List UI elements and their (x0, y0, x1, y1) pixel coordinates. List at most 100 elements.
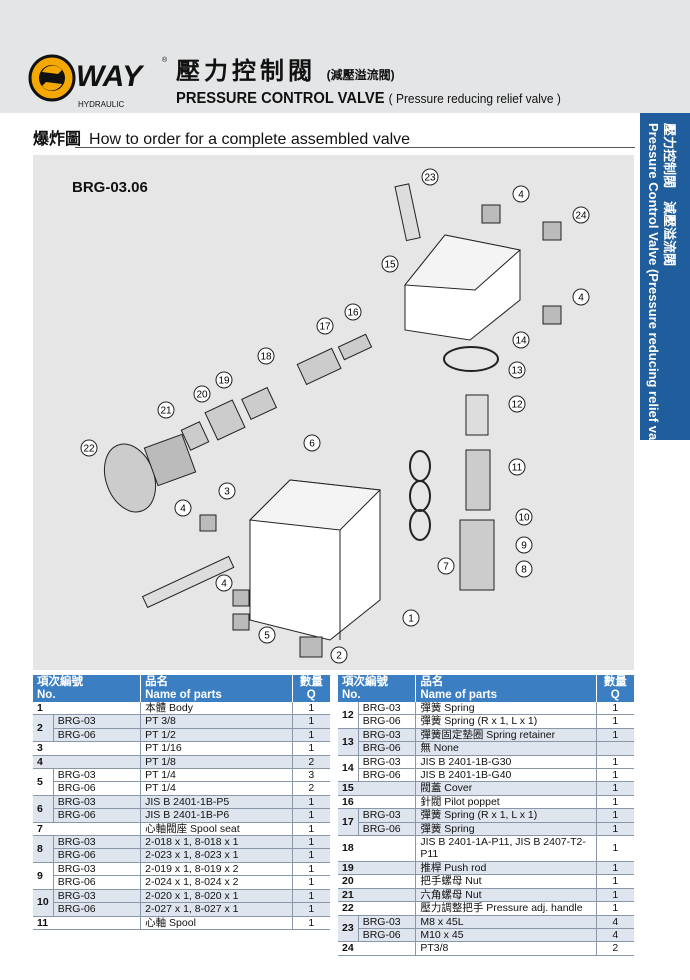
part-name: PT 1/8 (140, 755, 293, 770)
quantity: 1 (596, 781, 634, 796)
model: BRG-03 (358, 728, 417, 743)
callout-number: 13 (511, 366, 523, 377)
quantity: 2 (292, 781, 330, 796)
callout-3: 3 (218, 482, 236, 500)
quantity: 1 (292, 741, 330, 756)
item-no: 6 (33, 795, 54, 823)
quantity: 1 (596, 874, 634, 889)
part-name: 推桿 Push rod (415, 861, 597, 876)
part-name: 把手螺母 Nut (415, 874, 597, 889)
brand-text: WAY (76, 60, 145, 93)
callout-number: 6 (309, 439, 315, 450)
quantity: 3 (292, 768, 330, 783)
item-no: 5 (33, 768, 54, 796)
part-name: M8 x 45L (415, 915, 597, 929)
callout-14: 14 (512, 331, 530, 349)
item-no: 16 (338, 795, 417, 810)
model: BRG-06 (53, 728, 142, 743)
item-no: 2 (33, 714, 54, 743)
quantity: 1 (292, 848, 330, 863)
exploded-diagram: BRG-03.06 (33, 155, 634, 670)
callout-number: 20 (196, 390, 208, 401)
quantity: 1 (292, 902, 330, 917)
title-english: PRESSURE CONTROL VALVE ( Pressure reduci… (176, 90, 561, 107)
quantity: 1 (292, 916, 330, 930)
divider (75, 147, 635, 148)
model: BRG-06 (53, 781, 142, 796)
quantity: 1 (596, 714, 634, 729)
model: BRG-03 (358, 808, 417, 823)
callout-17: 17 (316, 317, 334, 335)
callout-8: 8 (515, 560, 533, 578)
way-hydraulic-logo: WAY HYDRAULIC ® (28, 54, 168, 109)
item-no: 17 (338, 808, 359, 837)
part-name: 針閥 Pilot poppet (415, 795, 597, 810)
part-name: JIS B 2401-1B-P5 (140, 795, 293, 810)
item-no: 15 (338, 781, 417, 796)
part-name: 本體 Body (140, 702, 293, 716)
model: BRG-06 (53, 875, 142, 890)
quantity: 2 (596, 941, 634, 956)
callout-number: 11 (512, 463, 523, 474)
model: BRG-06 (53, 808, 142, 823)
part-name: JIS B 2401-1B-G30 (415, 755, 597, 770)
item-no: 24 (338, 941, 417, 956)
quantity: 4 (596, 928, 634, 943)
item-no: 12 (338, 702, 359, 729)
quantity: 1 (292, 702, 330, 716)
quantity: 1 (292, 889, 330, 904)
callout-4: 4 (572, 288, 590, 306)
model: BRG-03 (53, 795, 142, 810)
part-name: JIS B 2401-1A-P11, JIS B 2407-T2-P11 (415, 835, 597, 862)
part-name: 彈簧 Spring (R x 1, L x 1) (415, 714, 597, 729)
callout-4: 4 (512, 185, 530, 203)
part-name: 六角螺母 Nut (415, 888, 597, 903)
callout-number: 23 (424, 173, 436, 184)
callout-number: 10 (518, 513, 530, 524)
item-no: 14 (338, 755, 359, 783)
model: BRG-06 (358, 714, 417, 729)
item-no: 18 (338, 835, 417, 862)
brand-sub-text: HYDRAULIC (78, 100, 124, 109)
item-no: 21 (338, 888, 417, 903)
callout-number: 4 (518, 190, 524, 201)
part-name: 心軸閥座 Spool seat (140, 822, 293, 837)
model: BRG-06 (358, 822, 417, 837)
callout-19: 19 (215, 371, 233, 389)
part-name: 彈簧 Spring (415, 702, 597, 716)
part-name: JIS B 2401-1B-G40 (415, 768, 597, 783)
item-no: 13 (338, 728, 359, 756)
callout-11: 11 (508, 458, 526, 476)
item-no: 19 (338, 861, 417, 876)
callout-24: 24 (572, 206, 590, 224)
model: BRG-03 (53, 862, 142, 877)
callout-9: 9 (515, 536, 533, 554)
quantity: 1 (292, 875, 330, 890)
registered-mark: ® (162, 56, 168, 64)
callout-2: 2 (330, 646, 348, 664)
model: BRG-03 (53, 889, 142, 904)
quantity: 1 (596, 861, 634, 876)
item-no: 4 (33, 755, 142, 770)
part-name: 彈簧固定墊圈 Spring retainer (415, 728, 597, 743)
model: BRG-06 (53, 902, 142, 917)
